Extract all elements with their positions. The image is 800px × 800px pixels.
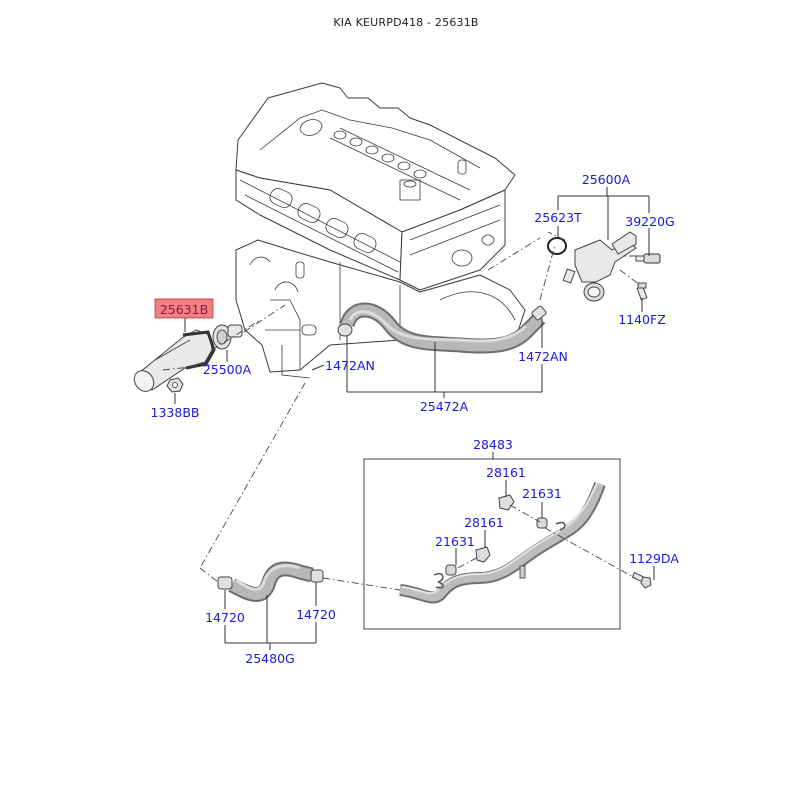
thermostat-housing-part[interactable] bbox=[130, 329, 216, 395]
hose-clamp-right-part[interactable] bbox=[531, 305, 547, 321]
water-pipe-part[interactable] bbox=[399, 481, 606, 604]
hose-clamp-14720-left-part[interactable] bbox=[217, 576, 233, 590]
bolt-1140fz-part[interactable] bbox=[636, 282, 648, 301]
part-label-1129da[interactable]: 1129DA bbox=[629, 551, 679, 566]
clip-brackets bbox=[433, 521, 566, 589]
hose-clamp-14720-right-part[interactable] bbox=[310, 569, 324, 583]
part-label-28161-lower[interactable]: 28161 bbox=[464, 515, 504, 530]
temperature-sensor-part[interactable] bbox=[635, 253, 661, 264]
highlight-box bbox=[154, 298, 214, 319]
part-label-14720-left[interactable]: 14720 bbox=[205, 610, 245, 625]
part-label-21631-upper[interactable]: 21631 bbox=[522, 486, 562, 501]
leader-lines bbox=[174, 187, 655, 650]
grommet-21631-lower-part[interactable] bbox=[445, 564, 457, 576]
diagram-title: KIA KEURPD418 - 25631B bbox=[333, 16, 479, 29]
part-label-25472a[interactable]: 25472A bbox=[420, 399, 469, 414]
part-label-25480g[interactable]: 25480G bbox=[245, 651, 294, 666]
lower-coolant-hose-part[interactable] bbox=[228, 561, 314, 602]
part-label-1472an-right[interactable]: 1472AN bbox=[518, 349, 568, 364]
part-label-25600a[interactable]: 25600A bbox=[582, 172, 631, 187]
hose-clamp-left-part[interactable] bbox=[337, 323, 353, 337]
part-label-1472an-left[interactable]: 1472AN bbox=[325, 358, 375, 373]
assembly-centerlines bbox=[162, 231, 641, 591]
bracket-28161-upper-part[interactable] bbox=[498, 494, 515, 511]
part-label-14720-right[interactable]: 14720 bbox=[296, 607, 336, 622]
nut-part[interactable] bbox=[166, 377, 184, 393]
bolt-1129da-part[interactable] bbox=[631, 571, 652, 589]
grommet-21631-upper-part[interactable] bbox=[536, 517, 548, 529]
part-label-25623t[interactable]: 25623T bbox=[534, 210, 582, 225]
upper-coolant-hose-part[interactable] bbox=[339, 302, 546, 354]
part-label-25631b[interactable]: 25631B bbox=[154, 298, 214, 319]
part-label-28483[interactable]: 28483 bbox=[473, 437, 513, 452]
part-label-1338bb[interactable]: 1338BB bbox=[151, 405, 200, 420]
thermostat-part[interactable] bbox=[212, 324, 243, 350]
part-label-21631-lower[interactable]: 21631 bbox=[435, 534, 475, 549]
bracket-28161-lower-part[interactable] bbox=[475, 546, 491, 563]
part-label-39220g[interactable]: 39220G bbox=[625, 214, 674, 229]
part-label-25500a[interactable]: 25500A bbox=[203, 362, 252, 377]
water-outlet-fitting-part[interactable] bbox=[562, 231, 637, 302]
part-label-28161-upper[interactable]: 28161 bbox=[486, 465, 526, 480]
o-ring-part[interactable] bbox=[547, 237, 567, 255]
engine-block-illustration bbox=[235, 82, 526, 379]
label-text[interactable]: 25631B bbox=[160, 302, 208, 317]
part-label-1140fz[interactable]: 1140FZ bbox=[618, 312, 666, 327]
